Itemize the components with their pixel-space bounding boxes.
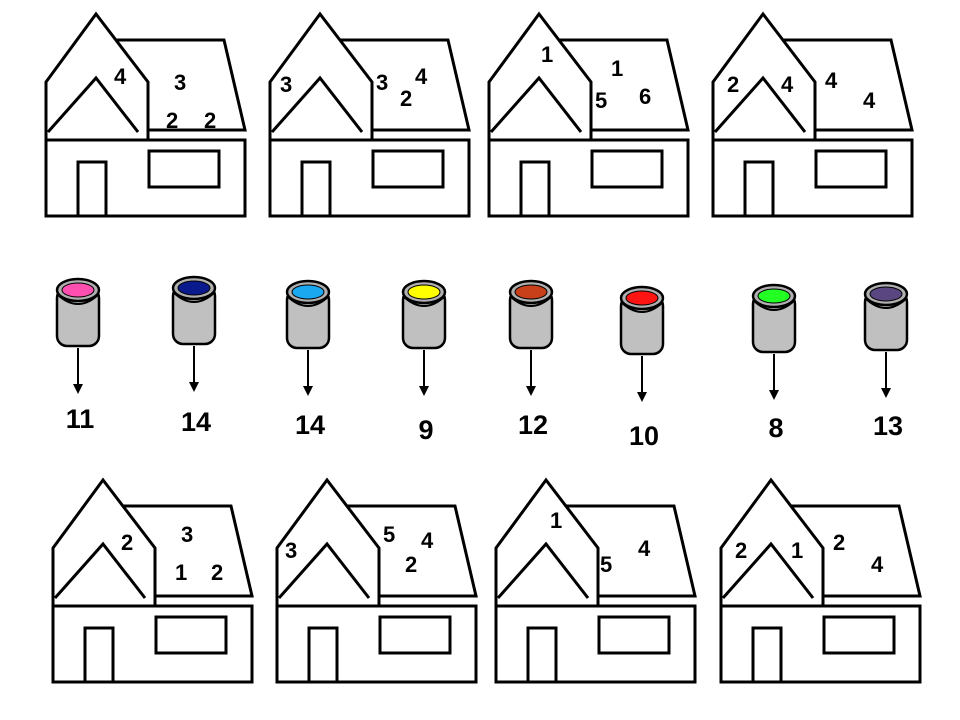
door <box>76 160 108 218</box>
paint-color <box>869 286 903 302</box>
roof-number: 5 <box>595 88 607 113</box>
roof-number: 3 <box>280 72 292 97</box>
paint-value: 13 <box>873 411 903 441</box>
paint-can: 14 <box>285 279 331 440</box>
paint-color <box>291 284 325 300</box>
roof-number: 2 <box>400 86 412 111</box>
roof-number: 5 <box>600 552 612 577</box>
window <box>822 615 896 655</box>
paint-color <box>757 288 791 304</box>
paint-can: 13 <box>863 281 909 441</box>
roof-number: 2 <box>727 72 739 97</box>
roof-number: 2 <box>833 530 845 555</box>
house: 1 5 4 <box>494 477 697 684</box>
roof-number: 4 <box>114 64 127 89</box>
paint-value: 14 <box>295 410 325 440</box>
roof-number: 2 <box>121 530 133 555</box>
roof-number: 2 <box>405 552 417 577</box>
roof-number: 4 <box>825 68 838 93</box>
roof-number: 3 <box>376 70 388 95</box>
window <box>597 615 671 655</box>
roof-number: 4 <box>415 64 428 89</box>
door <box>307 626 339 684</box>
arrow-head <box>637 392 647 402</box>
paint-can: 8 <box>751 283 797 443</box>
roof-number: 1 <box>550 508 562 533</box>
arrow-head <box>419 386 429 396</box>
paint-color <box>407 284 441 300</box>
paint-cans: 11 14 14 9 12 10 8 13 <box>55 275 909 451</box>
paint-color <box>514 284 548 300</box>
roof-number: 1 <box>541 42 553 67</box>
door <box>751 626 783 684</box>
paint-can: 14 <box>171 275 217 437</box>
gable-triangle <box>277 541 371 599</box>
arrow-head <box>73 384 83 394</box>
paint-can: 12 <box>508 279 554 440</box>
gable-triangle <box>496 541 590 599</box>
roof-number: 1 <box>175 560 187 585</box>
paint-can: 9 <box>401 279 447 445</box>
house: 3 3 42 <box>268 11 471 218</box>
roof-number: 6 <box>639 84 651 109</box>
paint-value: 8 <box>768 413 783 443</box>
roof-number: 1 <box>611 56 623 81</box>
paint-value: 11 <box>66 404 95 434</box>
gable-triangle <box>489 75 583 133</box>
house: 2 1 2 4 <box>719 477 922 684</box>
window <box>371 149 445 189</box>
arrow-head <box>526 386 536 396</box>
roof-number: 1 <box>791 538 803 563</box>
roof-number: 3 <box>285 538 297 563</box>
arrow-head <box>881 388 891 398</box>
roof-number: 3 <box>181 522 193 547</box>
paint-color <box>177 280 211 296</box>
paint-value: 10 <box>629 421 659 451</box>
gable-triangle <box>270 75 364 133</box>
arrow-head <box>769 390 779 400</box>
paint-can: 11 <box>55 277 101 434</box>
window <box>814 149 888 189</box>
window <box>147 149 221 189</box>
paint-value: 14 <box>181 407 211 437</box>
door <box>83 626 115 684</box>
roof-number: 5 <box>383 522 395 547</box>
paint-value: 12 <box>518 410 548 440</box>
arrow-head <box>189 382 199 392</box>
door <box>743 160 775 218</box>
roof-number: 4 <box>871 552 884 577</box>
roof-number: 4 <box>781 72 794 97</box>
gable-triangle <box>53 541 147 599</box>
roof-number: 2 <box>204 108 216 133</box>
window <box>378 615 452 655</box>
window <box>590 149 664 189</box>
door <box>519 160 551 218</box>
paint-can: 10 <box>619 285 665 451</box>
roof-number: 2 <box>166 108 178 133</box>
roof-number: 4 <box>863 88 876 113</box>
door <box>300 160 332 218</box>
house: 3 5 42 <box>275 477 478 684</box>
roof-number: 2 <box>211 560 223 585</box>
paint-value: 9 <box>418 415 433 445</box>
roof-number: 2 <box>735 538 747 563</box>
paint-color <box>61 282 95 298</box>
gable-triangle <box>46 75 140 133</box>
roof-number: 3 <box>174 70 186 95</box>
roof-number: 4 <box>638 536 651 561</box>
roof-number: 4 <box>421 528 434 553</box>
arrow-head <box>303 386 313 396</box>
gable-triangle <box>721 541 815 599</box>
gable-triangle <box>713 75 807 133</box>
paint-color <box>625 290 659 306</box>
door <box>526 626 558 684</box>
window <box>154 615 228 655</box>
